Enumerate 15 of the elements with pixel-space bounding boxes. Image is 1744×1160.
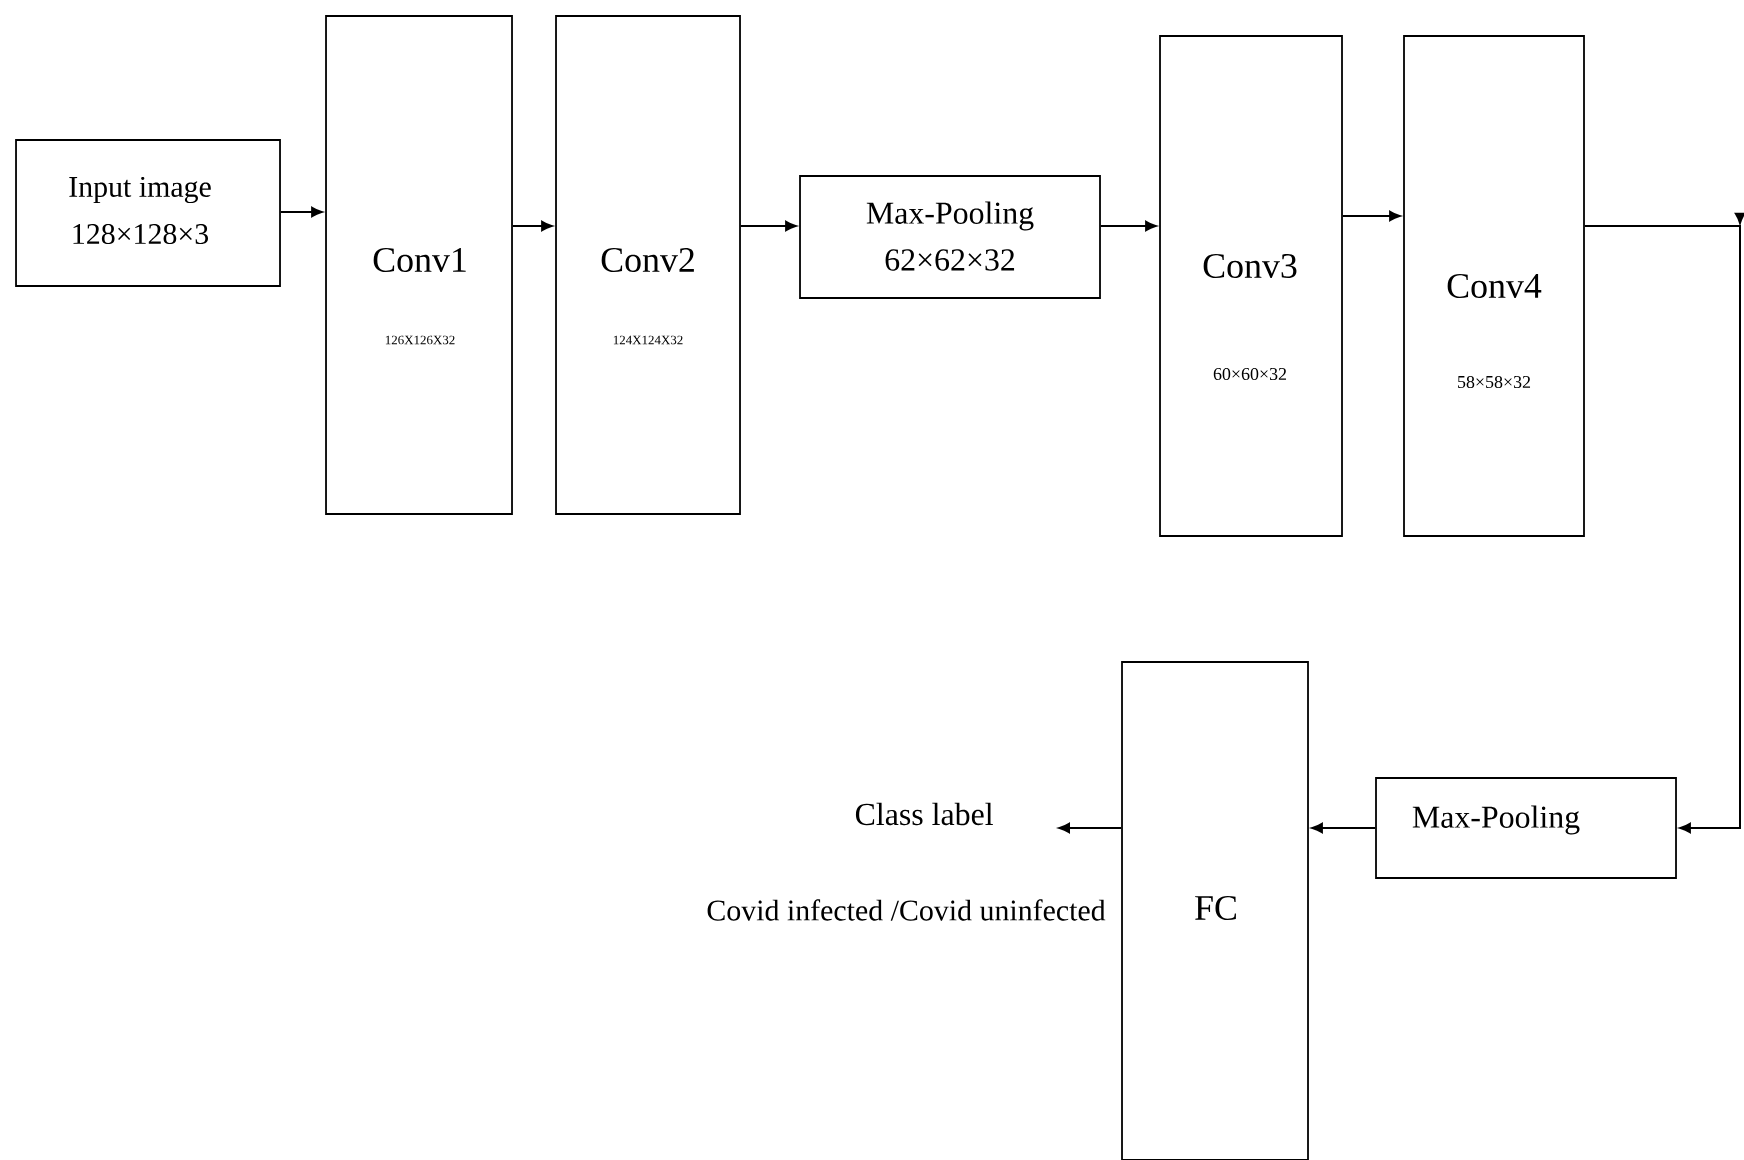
- arrow: [1311, 822, 1377, 834]
- arrow: [1099, 220, 1157, 232]
- layer-box: Max-Pooling 62×62×32: [799, 175, 1101, 299]
- arrow: [279, 206, 323, 218]
- arrow: [1583, 212, 1744, 834]
- arrow: [1341, 210, 1401, 222]
- arrow: [511, 220, 553, 232]
- layer-box: Conv3 60×60×32: [1159, 35, 1343, 537]
- arrow: [1058, 822, 1123, 834]
- arrow: [739, 220, 797, 232]
- layer-box: Input image 128×128×3: [15, 139, 281, 287]
- layer-box: Conv4 58×58×32: [1403, 35, 1585, 537]
- layer-box: Max-Pooling: [1375, 777, 1677, 879]
- layer-box: FC: [1121, 661, 1309, 1160]
- output-label: Class label Covid infected /Covid uninfected: [707, 802, 1106, 921]
